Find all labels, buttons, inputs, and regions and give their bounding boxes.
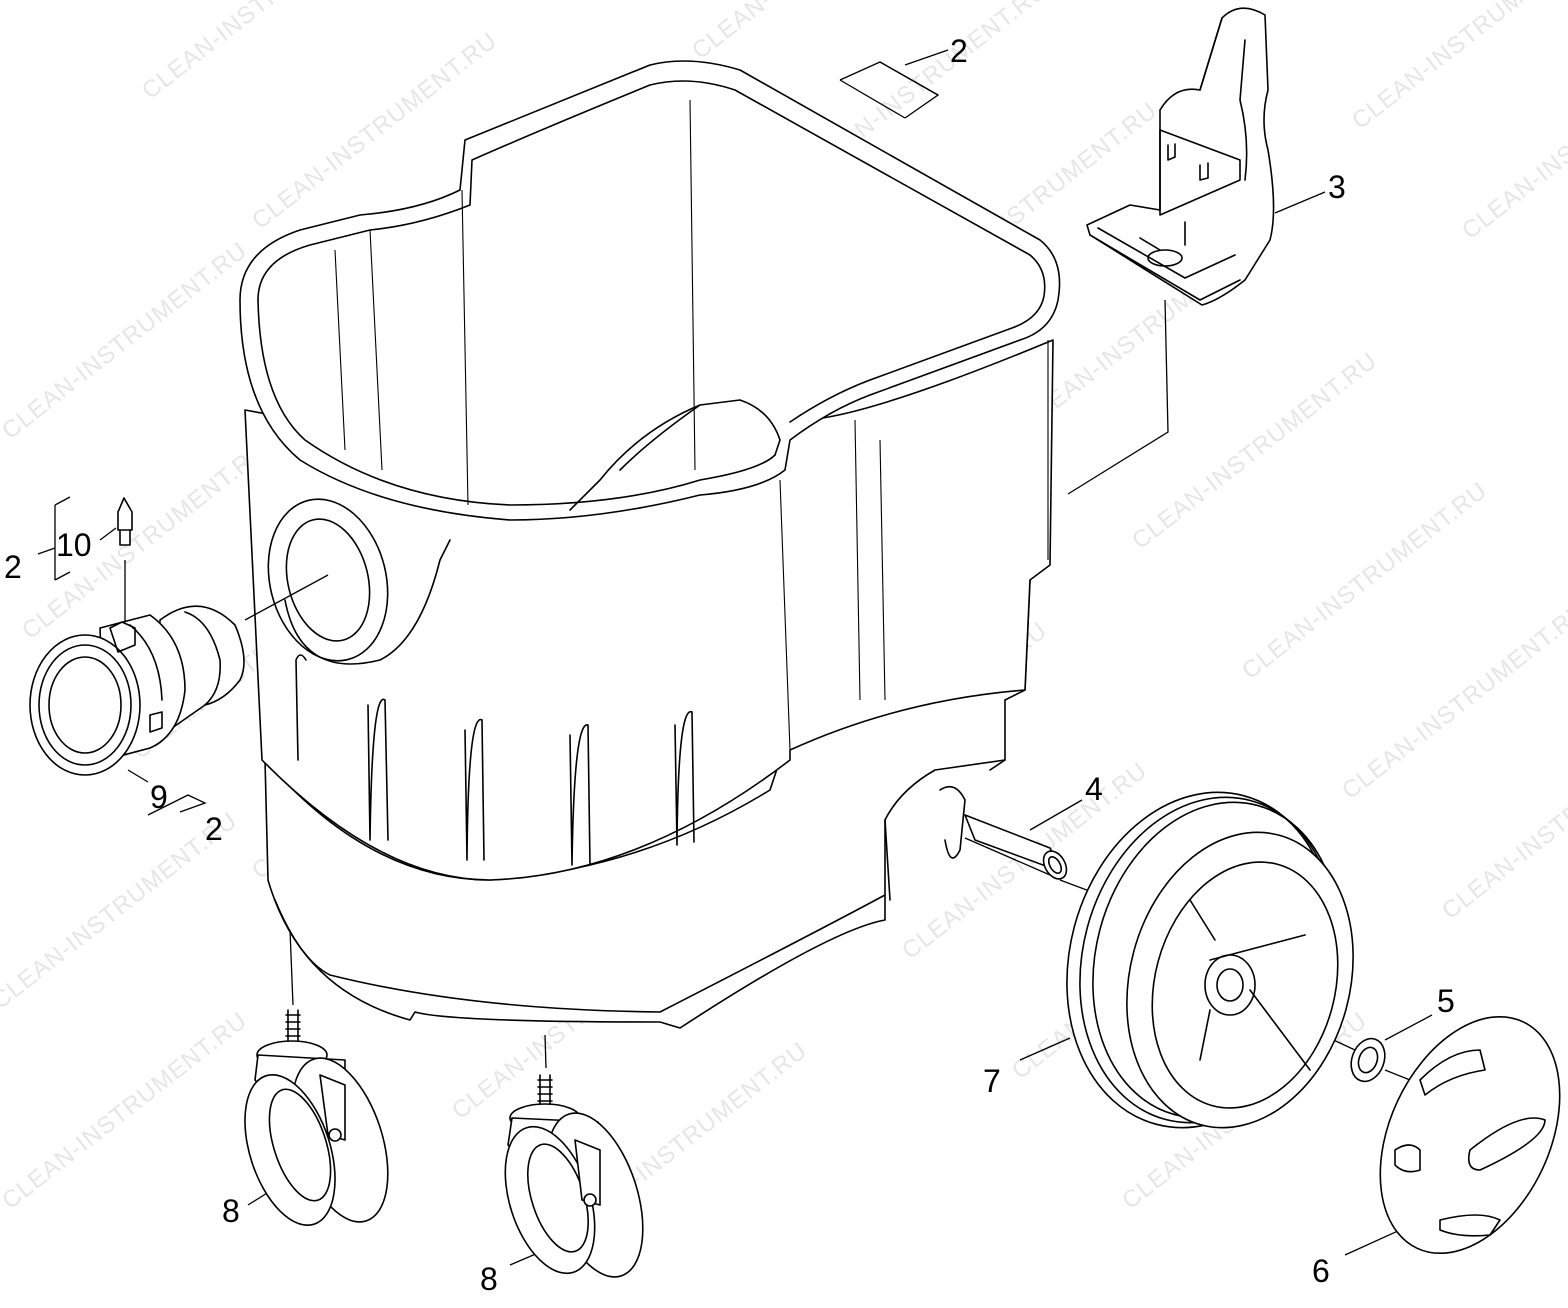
part-4-axle — [964, 814, 1068, 880]
part-8-caster-left — [244, 1009, 389, 1227]
watermark: CLEAN-INSTRUMENT.RU — [0, 1007, 252, 1215]
watermark: CLEAN-INSTRUMENT.RU — [1457, 37, 1568, 245]
part-5-ring — [1350, 1037, 1386, 1083]
callout-9: 9 — [150, 779, 168, 815]
callout-4: 4 — [1085, 771, 1103, 807]
callout-labels: 2 3 10 2 9 2 4 5 6 7 8 8 — [4, 33, 1455, 1297]
watermark: CLEAN-INSTRUMENT.RU — [1347, 0, 1568, 135]
part-10-plug — [117, 497, 133, 546]
part-8-caster-bottom — [504, 1074, 644, 1278]
watermark: CLEAN-INSTRUMENT.RU — [0, 237, 252, 445]
watermark: CLEAN-INSTRUMENT.RU — [1127, 347, 1382, 555]
watermark: CLEAN-INSTRUMENT.RU — [1337, 597, 1568, 805]
callout-2-left: 2 — [4, 549, 22, 585]
part-7-wheel — [1066, 791, 1354, 1129]
part-9-inlet — [29, 605, 245, 776]
callout-8-left: 8 — [222, 1193, 240, 1229]
part-3-bracket — [1086, 7, 1275, 306]
watermark: CLEAN-INSTRUMENT.RU — [1437, 717, 1568, 925]
callout-5: 5 — [1437, 983, 1455, 1019]
watermark: CLEAN-INSTRUMENT.RU — [1237, 477, 1492, 685]
callout-8-bottom: 8 — [480, 1261, 498, 1297]
watermark: CLEAN-INSTRUMENT.RU — [687, 0, 942, 65]
callout-6: 6 — [1312, 1253, 1330, 1289]
part-6-hubcap — [1379, 1015, 1561, 1255]
callout-3: 3 — [1328, 169, 1346, 205]
callout-2-top: 2 — [950, 33, 968, 69]
tank-container — [239, 60, 1061, 881]
callout-7: 7 — [983, 1063, 1001, 1099]
watermark: CLEAN-INSTRUMENT.RU — [137, 0, 392, 105]
callout-2-bottom: 2 — [205, 811, 223, 847]
callout-10: 10 — [56, 527, 92, 563]
